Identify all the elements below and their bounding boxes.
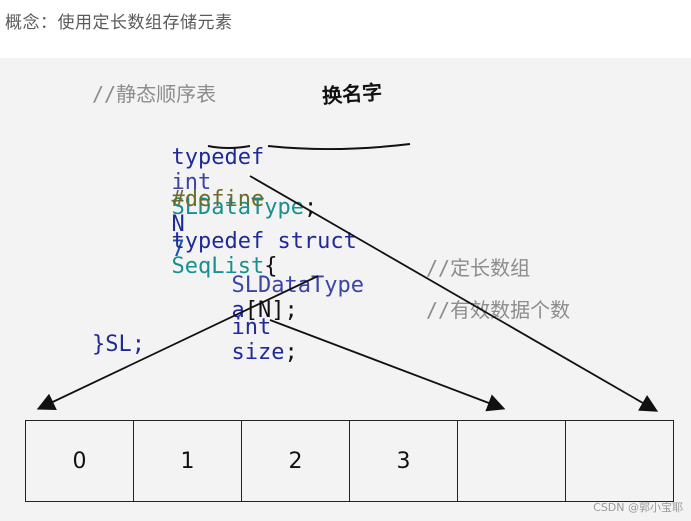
var-name: size xyxy=(231,340,285,365)
var-name: a xyxy=(231,298,245,323)
macro-keyword: #define xyxy=(171,187,265,212)
array-cell xyxy=(566,421,673,501)
keyword: typedef struct xyxy=(171,229,357,254)
code-line-close: }SL; xyxy=(92,332,145,357)
code-line-define: #define N 7 xyxy=(92,162,264,287)
code-line-struct: typedef struct SeqList{ xyxy=(92,204,357,304)
arrow-size-to-fourth xyxy=(269,319,506,412)
arrow-a-to-first xyxy=(36,275,319,410)
annotation-arrows xyxy=(36,143,659,412)
semicolon: ; xyxy=(284,340,298,365)
code-comment-size: //有效数据个数 xyxy=(426,298,571,322)
code-comment-array: //定长数组 xyxy=(426,256,531,280)
array-cell xyxy=(458,421,566,501)
type-int: int xyxy=(171,170,212,195)
array-cell: 2 xyxy=(242,421,350,501)
code-block: //静态顺序表 typedef int SLDataType; #define … xyxy=(0,58,691,521)
underline-int xyxy=(207,145,251,149)
macro-value: 7 xyxy=(171,237,185,262)
code-photo: //静态顺序表 typedef int SLDataType; #define … xyxy=(0,58,691,521)
code-comment-title: //静态顺序表 xyxy=(92,82,217,106)
underline-sldatatype xyxy=(267,143,411,151)
array-cell: 1 xyxy=(134,421,242,501)
array-cell: 0 xyxy=(26,421,134,501)
array-cells: 0 1 2 3 xyxy=(25,420,674,502)
array-cell: 3 xyxy=(350,421,458,501)
type-int: int xyxy=(231,315,272,340)
macro-name: N xyxy=(171,212,185,237)
watermark: CSDN @郭小宝耶 xyxy=(593,501,683,514)
brace: { xyxy=(264,254,278,279)
struct-name: SeqList xyxy=(171,254,265,279)
caption-title: 概念：使用定长数组存储元素 xyxy=(5,13,233,33)
keyword: typedef xyxy=(171,145,265,170)
arrow-n-to-last xyxy=(249,175,659,412)
type-name: SLDataType xyxy=(171,195,304,220)
array-suffix: [N]; xyxy=(244,298,298,323)
code-line-size: int size; xyxy=(152,290,298,390)
